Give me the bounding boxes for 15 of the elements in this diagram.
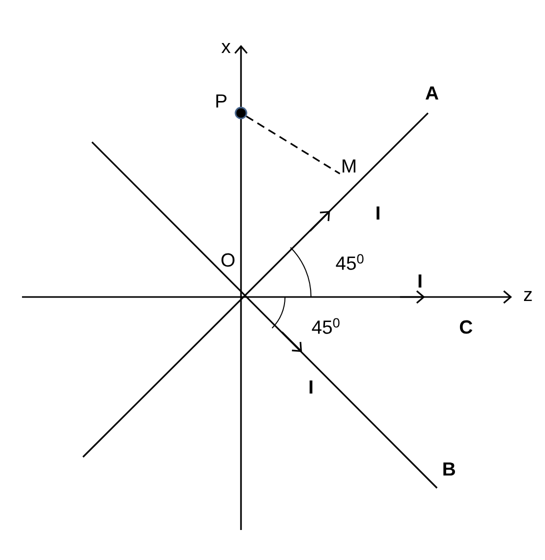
point-label: C: [460, 320, 472, 334]
angle-label: 45$^{0}$: [312, 318, 340, 334]
point-label: O: [222, 253, 234, 267]
axis-label: z: [524, 290, 532, 302]
current-label: I: [418, 274, 422, 288]
point-label: B: [443, 462, 455, 476]
current-label: I: [376, 206, 380, 220]
point-label: P: [216, 94, 226, 108]
point-label: M: [342, 159, 356, 173]
current-label: I: [310, 380, 312, 394]
angle-label: 45$^{0}$: [336, 254, 364, 270]
axis-label: x: [221, 43, 231, 54]
point-label: A: [426, 86, 438, 100]
point-dot: [234, 106, 248, 120]
dashed-line: [246, 116, 340, 174]
